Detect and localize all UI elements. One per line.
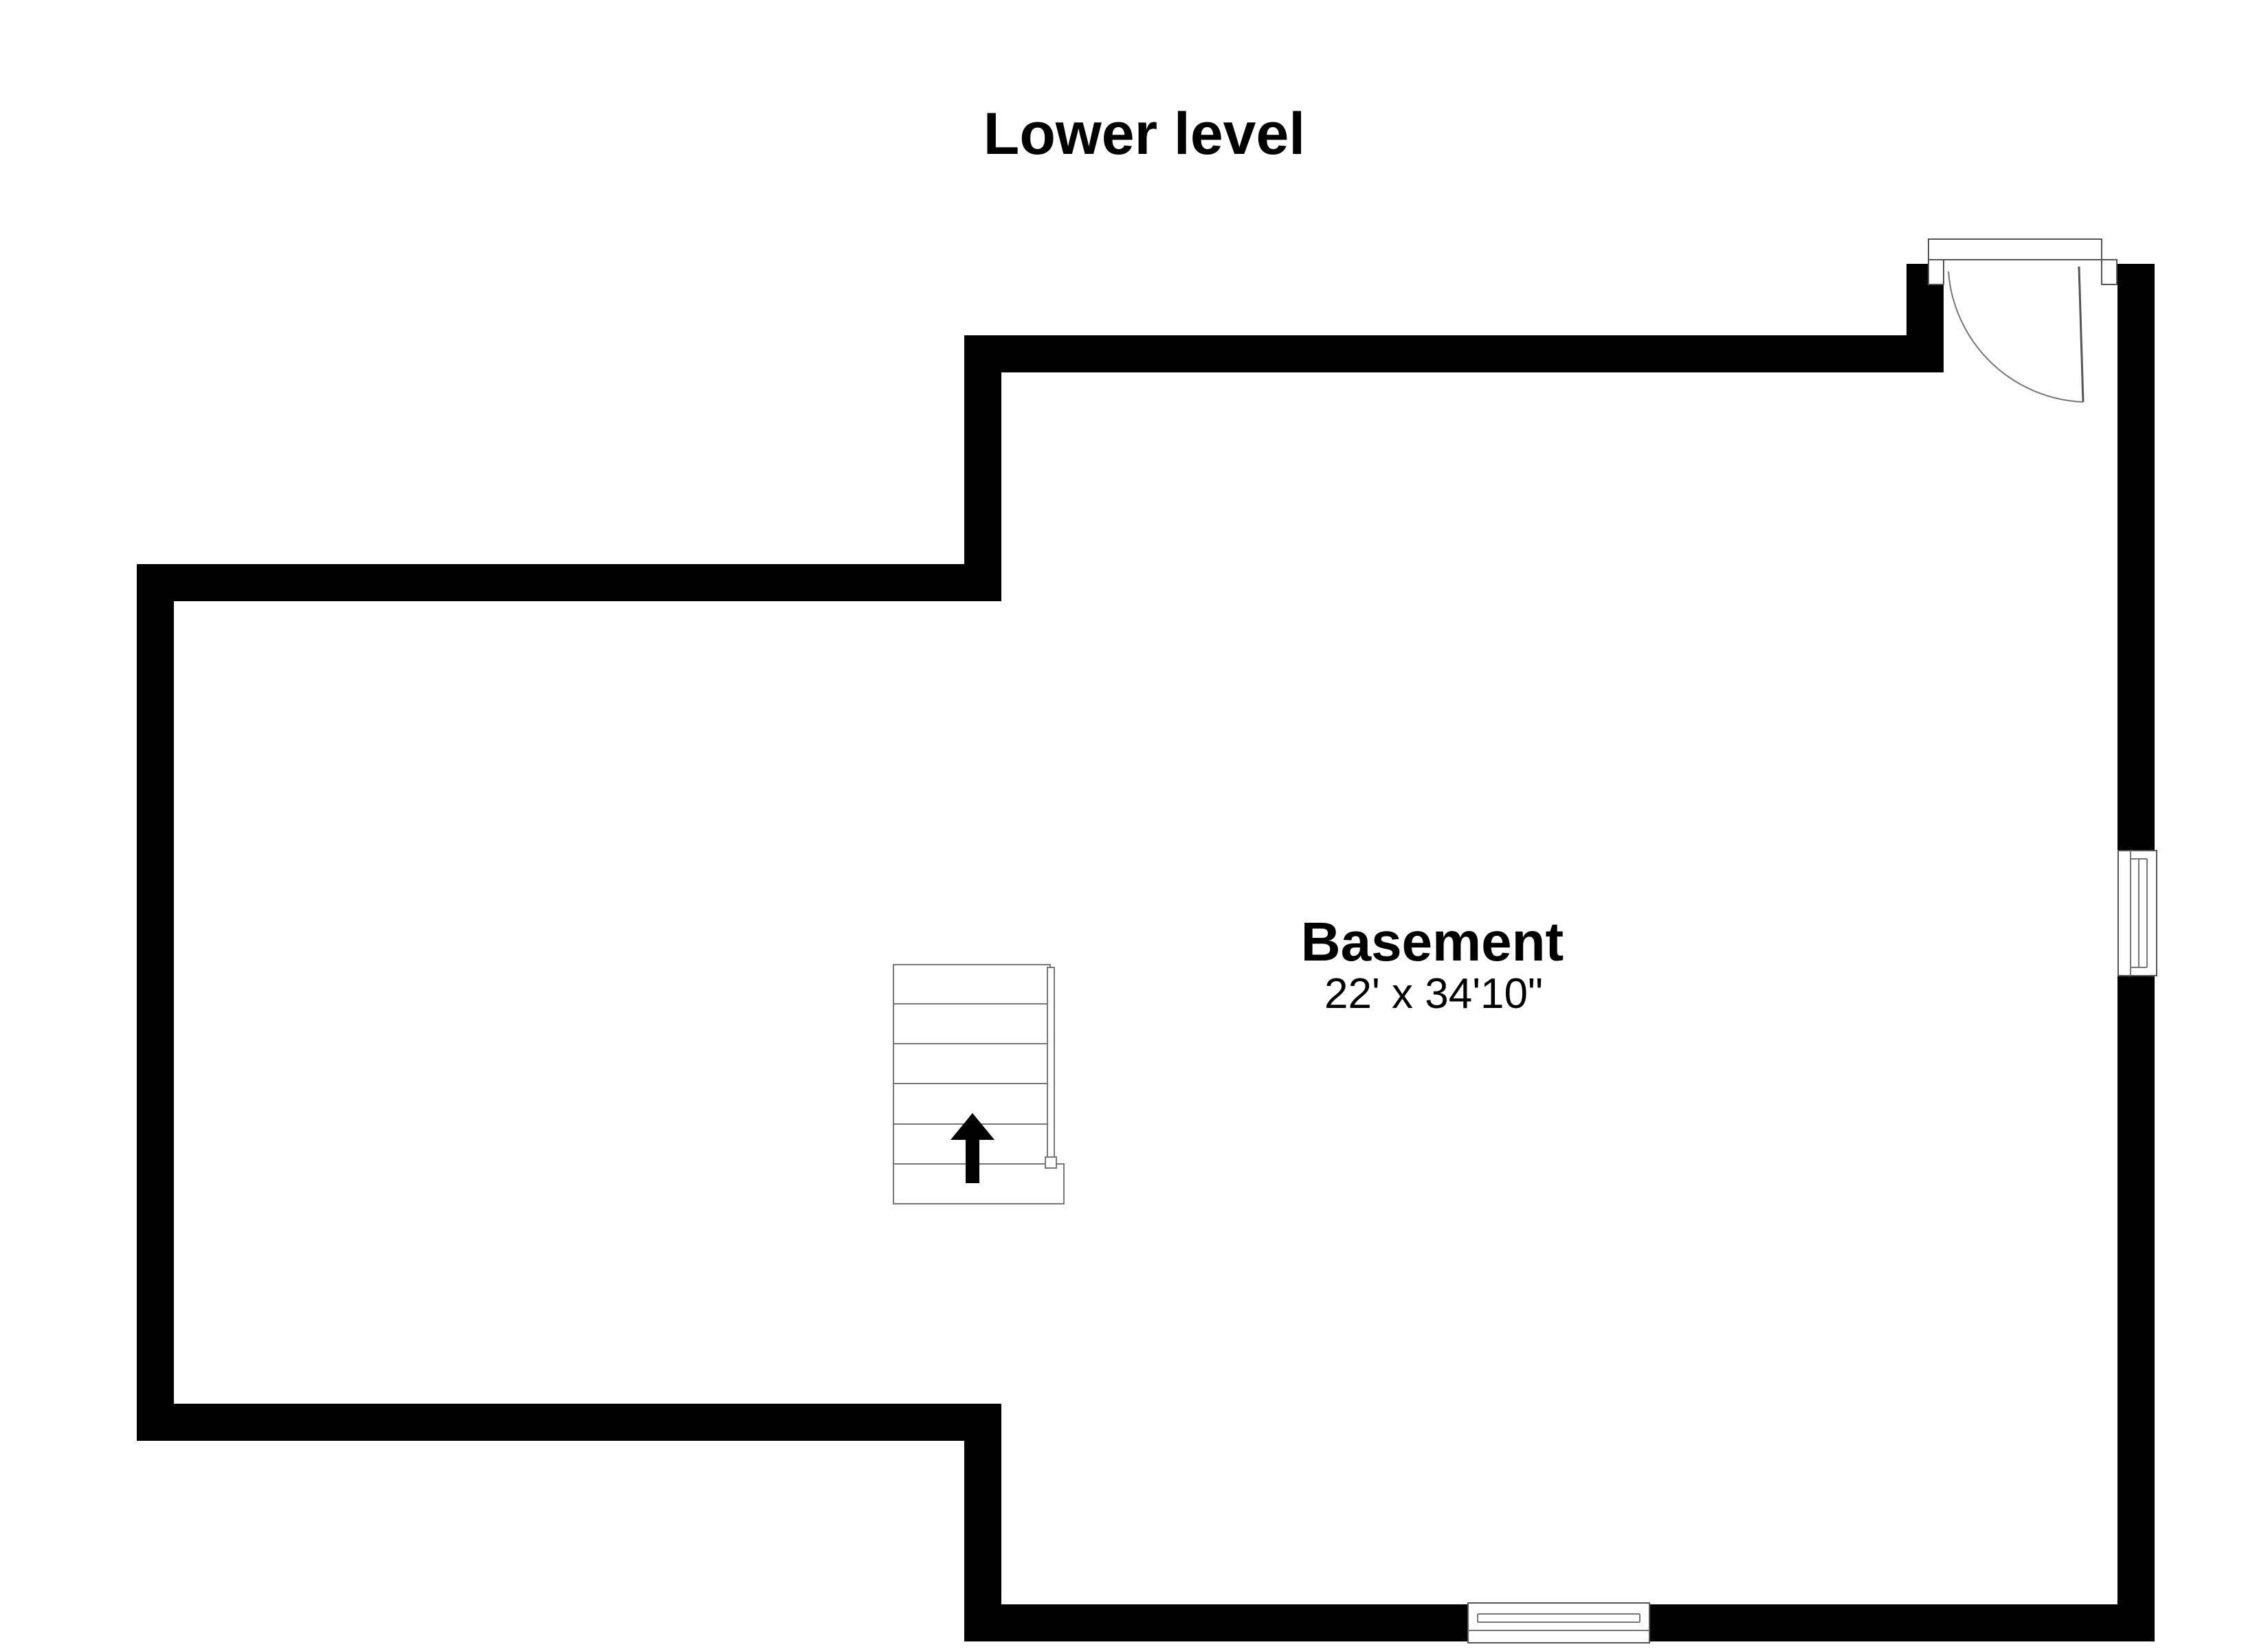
stairs-up-arrow-icon	[950, 1113, 994, 1183]
entry-door	[1928, 238, 2117, 403]
room-name: Basement	[1301, 911, 1564, 972]
exterior-walls	[137, 264, 2155, 1641]
floor-title: Lower level	[983, 101, 1305, 167]
door-leaf	[2078, 266, 2084, 403]
staircase	[893, 964, 1065, 1204]
stair-newel-post	[1045, 1156, 1057, 1169]
window-south	[1467, 1602, 1650, 1644]
stair-handrail	[1047, 967, 1055, 1158]
window-east	[2117, 850, 2157, 976]
room-dimensions: 22' x 34'10"	[1324, 970, 1543, 1018]
door-swing-arc	[1948, 271, 2084, 403]
